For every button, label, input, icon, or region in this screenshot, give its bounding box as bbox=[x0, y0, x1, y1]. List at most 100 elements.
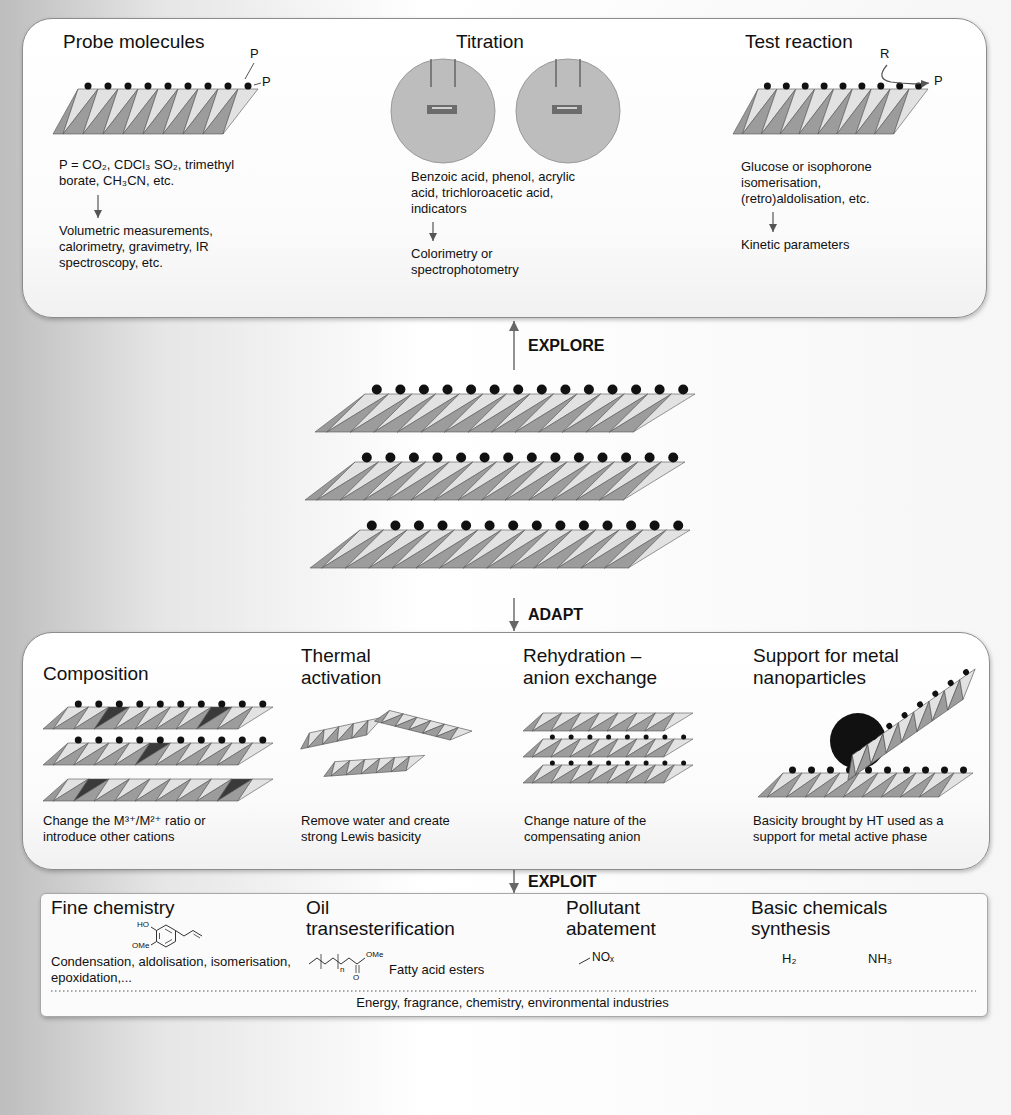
octahedron bbox=[875, 89, 909, 134]
octahedron bbox=[589, 765, 618, 783]
octahedron bbox=[398, 394, 460, 432]
octahedron bbox=[468, 394, 530, 432]
octahedron bbox=[645, 765, 674, 783]
interlayer-anion bbox=[603, 521, 613, 531]
octahedron bbox=[856, 89, 890, 134]
octahedron bbox=[423, 720, 445, 738]
octahedron bbox=[135, 779, 170, 801]
interlayer-anion bbox=[808, 767, 815, 774]
octahedron bbox=[360, 759, 380, 774]
octahedron bbox=[411, 462, 473, 500]
octahedron bbox=[298, 733, 313, 749]
octahedron bbox=[845, 744, 878, 774]
footer-text: Energy, fragrance, chemistry, environmen… bbox=[41, 995, 984, 1011]
octahedron bbox=[123, 89, 158, 134]
octahedron bbox=[183, 89, 218, 134]
octahedron bbox=[589, 739, 618, 757]
interlayer-anion bbox=[390, 521, 400, 531]
interlayer-anion bbox=[165, 83, 172, 90]
interlayer-anion bbox=[678, 385, 688, 395]
titration-vessel bbox=[516, 59, 620, 163]
rehydrated-sheets bbox=[523, 713, 693, 783]
octahedron bbox=[176, 707, 211, 729]
octahedron bbox=[806, 773, 841, 797]
interlayer-anion bbox=[205, 83, 212, 90]
interlayer-anion bbox=[626, 521, 636, 531]
octahedron bbox=[863, 773, 898, 797]
panel-heading: Oil transesterification bbox=[306, 897, 476, 939]
description-text: Colorimetry or spectrophotometry bbox=[411, 246, 546, 278]
octahedron bbox=[523, 713, 543, 731]
interlayer-anion bbox=[185, 83, 192, 90]
interlayer-anion bbox=[947, 679, 955, 687]
dotted-separator bbox=[51, 991, 976, 992]
interlayer-anion bbox=[177, 701, 184, 708]
description-text: Volumetric measurements, calorimetry, gr… bbox=[59, 223, 264, 271]
octahedron bbox=[626, 713, 655, 731]
octahedron bbox=[398, 394, 460, 432]
octahedron bbox=[787, 773, 822, 797]
octahedron bbox=[217, 743, 252, 765]
octahedron bbox=[487, 530, 549, 568]
interlayer-anion bbox=[802, 83, 809, 90]
octahedron bbox=[381, 709, 403, 727]
octahedron bbox=[416, 530, 478, 568]
arrow-label: EXPLORE bbox=[528, 336, 604, 355]
interlayer-anion bbox=[662, 761, 667, 766]
electrode bbox=[454, 59, 456, 87]
octahedron bbox=[937, 680, 970, 710]
octahedron bbox=[388, 462, 450, 500]
octahedron bbox=[532, 765, 561, 783]
octahedron bbox=[176, 743, 211, 765]
benzene-ring bbox=[157, 925, 176, 947]
octahedron bbox=[53, 707, 88, 729]
octahedron bbox=[607, 765, 636, 783]
octahedron bbox=[570, 765, 599, 783]
octahedron bbox=[217, 779, 252, 801]
octahedron bbox=[838, 755, 863, 780]
interlayer-anion bbox=[372, 385, 382, 395]
bond bbox=[579, 958, 590, 964]
octahedron bbox=[369, 530, 431, 568]
octahedron bbox=[607, 713, 636, 731]
octahedron bbox=[742, 89, 777, 134]
octahedron bbox=[626, 765, 655, 783]
octahedron bbox=[156, 743, 191, 765]
interlayer-anion bbox=[438, 521, 448, 531]
octahedron bbox=[156, 779, 191, 801]
octahedron bbox=[645, 739, 674, 757]
interlayer-anion bbox=[409, 453, 419, 463]
octahedron bbox=[183, 89, 218, 134]
octahedron bbox=[115, 707, 150, 729]
octahedron bbox=[388, 462, 450, 500]
chemical-label: n bbox=[340, 965, 344, 975]
octahedron bbox=[345, 530, 407, 568]
octahedron bbox=[645, 765, 674, 783]
interlayer-anion bbox=[877, 83, 884, 90]
interlayer-anion bbox=[840, 83, 847, 90]
interlayer-anion bbox=[846, 767, 853, 774]
octahedron bbox=[515, 394, 577, 432]
bond bbox=[151, 942, 157, 946]
octahedron bbox=[633, 394, 695, 432]
octahedron bbox=[487, 530, 549, 568]
interlayer-anion bbox=[579, 521, 589, 531]
interlayer-anion bbox=[218, 701, 225, 708]
octahedron bbox=[576, 462, 638, 500]
interlayer-anion bbox=[668, 453, 678, 463]
octahedron bbox=[937, 680, 970, 710]
octahedron bbox=[305, 730, 327, 748]
octahedron bbox=[551, 713, 580, 731]
panel-heading: Pollutant abatement bbox=[566, 897, 676, 939]
octahedron bbox=[369, 530, 431, 568]
interlayer-anion bbox=[569, 761, 574, 766]
octahedron bbox=[920, 773, 955, 797]
octahedron bbox=[345, 530, 407, 568]
octahedron bbox=[390, 756, 410, 771]
bond bbox=[194, 934, 201, 938]
bond bbox=[159, 933, 160, 939]
octahedron bbox=[553, 462, 615, 500]
octahedron bbox=[570, 739, 599, 757]
interlayer-anion bbox=[922, 767, 929, 774]
